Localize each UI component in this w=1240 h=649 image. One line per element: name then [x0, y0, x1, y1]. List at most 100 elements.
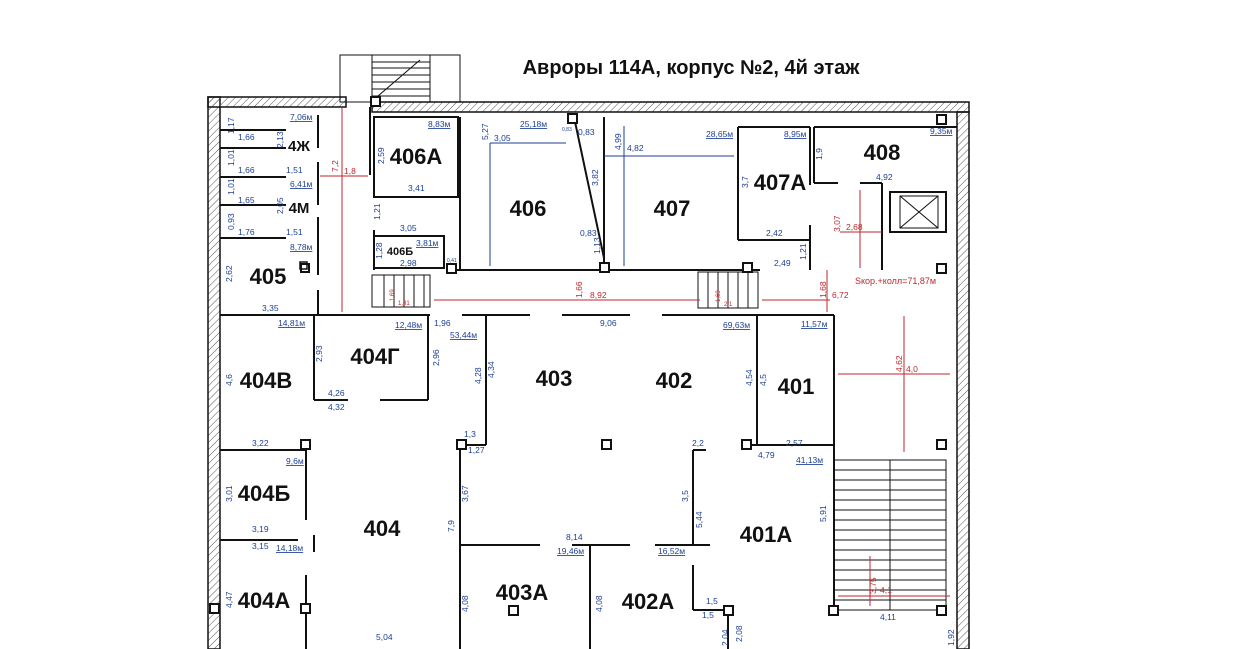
corridor-steps [371, 271, 759, 309]
room-labels: 406А 406 407 407А 408 4Ж 4М 405 406Б 404… [238, 138, 901, 614]
dimension-label: 3,35 [262, 303, 279, 313]
top-stair [339, 54, 461, 103]
red-dimension-label: 1,68 [818, 281, 828, 298]
area-labels: 7,06м 8,83м 25,18м 28,65м 8,95м 9,35м 6,… [276, 112, 953, 556]
area-label: 14,81м [278, 318, 305, 328]
dimension-label: 1,51 [286, 227, 303, 237]
area-label: 28,65м [706, 129, 733, 139]
dimension-label: 2,13 [275, 131, 285, 148]
dimension-label: 3,41 [408, 183, 425, 193]
room-404b: 404Б [238, 481, 291, 506]
dimension-label: 4,26 [328, 388, 345, 398]
dimension-label: 2,96 [431, 349, 441, 366]
room-404a: 404А [238, 588, 291, 613]
dimension-label: 0,83 [580, 228, 597, 238]
dimension-label: 3,22 [252, 438, 269, 448]
area-label: 9,6м [286, 456, 304, 466]
area-label: 69,63м [723, 320, 750, 330]
dimension-label: 2,08 [734, 625, 744, 642]
room-401a: 401А [740, 522, 793, 547]
area-label: 11,57м [801, 319, 828, 329]
dimension-label: 3,19 [252, 524, 269, 534]
room-405: 405 [250, 264, 287, 289]
dimension-label: 3,05 [494, 133, 511, 143]
dimension-label: 3,05 [400, 223, 417, 233]
room-404: 404 [364, 516, 401, 541]
room-407: 407 [654, 196, 691, 221]
dimension-label: 1,96 [434, 318, 451, 328]
area-label: 12,48м [395, 320, 422, 330]
area-label: 41,13м [796, 455, 823, 465]
red-dimension-label: 4,62 [894, 355, 904, 372]
dimension-label: 0,41 [447, 258, 457, 264]
red-dimension-label: 1,66 [574, 281, 584, 298]
dimension-label: 3,15 [252, 541, 269, 551]
dimension-label: 3,7 [740, 176, 750, 188]
dimension-label: 2,57 [786, 438, 803, 448]
dimension-label: 1,5 [702, 610, 714, 620]
room-404g: 404Г [350, 344, 400, 369]
dimension-label: 4,08 [594, 595, 604, 612]
area-label: 53,44м [450, 330, 477, 340]
dimension-label: 1,66 [238, 165, 255, 175]
dimension-label: 1,76 [238, 227, 255, 237]
room-401: 401 [778, 374, 815, 399]
dimension-label: 4,08 [460, 595, 470, 612]
bottom-stair [834, 460, 946, 610]
area-label: 3,81м [416, 238, 439, 248]
interior-walls [220, 107, 957, 649]
room-408: 408 [864, 140, 901, 165]
dimension-label: 1,9 [814, 148, 824, 160]
dimension-label: 4,82 [627, 143, 644, 153]
dimension-label: 2,04 [720, 629, 730, 646]
dimension-label: 1,92 [946, 629, 956, 646]
dimension-label: 2,49 [774, 258, 791, 268]
red-dimension-lines [320, 108, 950, 606]
dimension-label: 8,14 [566, 532, 583, 542]
dimension-label: 1,13 [592, 237, 602, 254]
dimension-label: 0,83 [562, 127, 572, 133]
area-label: 8,83м [428, 119, 451, 129]
dimension-label: 3,5 [680, 490, 690, 502]
dimension-label: 0,83 [578, 127, 595, 137]
room-402: 402 [656, 368, 693, 393]
dimension-label: 4,5 [758, 374, 768, 386]
red-dimension-label: 1,69 [716, 290, 722, 302]
area-label: 25,18м [520, 119, 547, 129]
dimension-label: 1,21 [798, 243, 808, 260]
dimension-label: 3,01 [224, 485, 234, 502]
room-406a: 406А [390, 144, 443, 169]
room-4zh: 4Ж [288, 138, 310, 155]
dimension-label: 2,42 [766, 228, 783, 238]
dimension-label: 1,3 [464, 429, 476, 439]
red-dimension-label: 6,72 [832, 290, 849, 300]
dimension-label: 4,32 [328, 402, 345, 412]
dimension-label: 1,65 [238, 195, 255, 205]
room-403: 403 [536, 366, 573, 391]
dimension-label: 3,67 [460, 485, 470, 502]
red-dimension-label: 8,92 [590, 290, 607, 300]
dimension-label: 4,34 [486, 361, 496, 378]
dimension-label: 1,17 [226, 117, 236, 134]
room-407a: 407А [754, 170, 807, 195]
dimension-label: 4,92 [876, 172, 893, 182]
dimension-label: 4,11 [880, 612, 896, 622]
dimension-label: 1,27 [468, 445, 485, 455]
red-dimension-label: 1,8 [344, 166, 356, 176]
dimension-label: 2,05 [275, 197, 285, 214]
dimension-label: 7,9 [446, 520, 456, 532]
red-dimension-label: 2,68 [846, 222, 863, 232]
dimension-label: 5,91 [818, 505, 828, 522]
red-dimension-label: 4,0 [906, 364, 918, 374]
dimension-label: 9,06 [600, 318, 617, 328]
dimension-label: 2,98 [400, 258, 417, 268]
dimension-label: 5,44 [694, 511, 704, 528]
fixtures [299, 261, 308, 270]
dimension-label: 1,66 [238, 132, 255, 142]
dimension-label: 5,04 [376, 632, 393, 642]
area-label: 8,78м [290, 242, 313, 252]
dimension-label: 4,6 [224, 374, 234, 386]
room-404v: 404В [240, 368, 293, 393]
dimension-label: 4,54 [744, 369, 754, 386]
